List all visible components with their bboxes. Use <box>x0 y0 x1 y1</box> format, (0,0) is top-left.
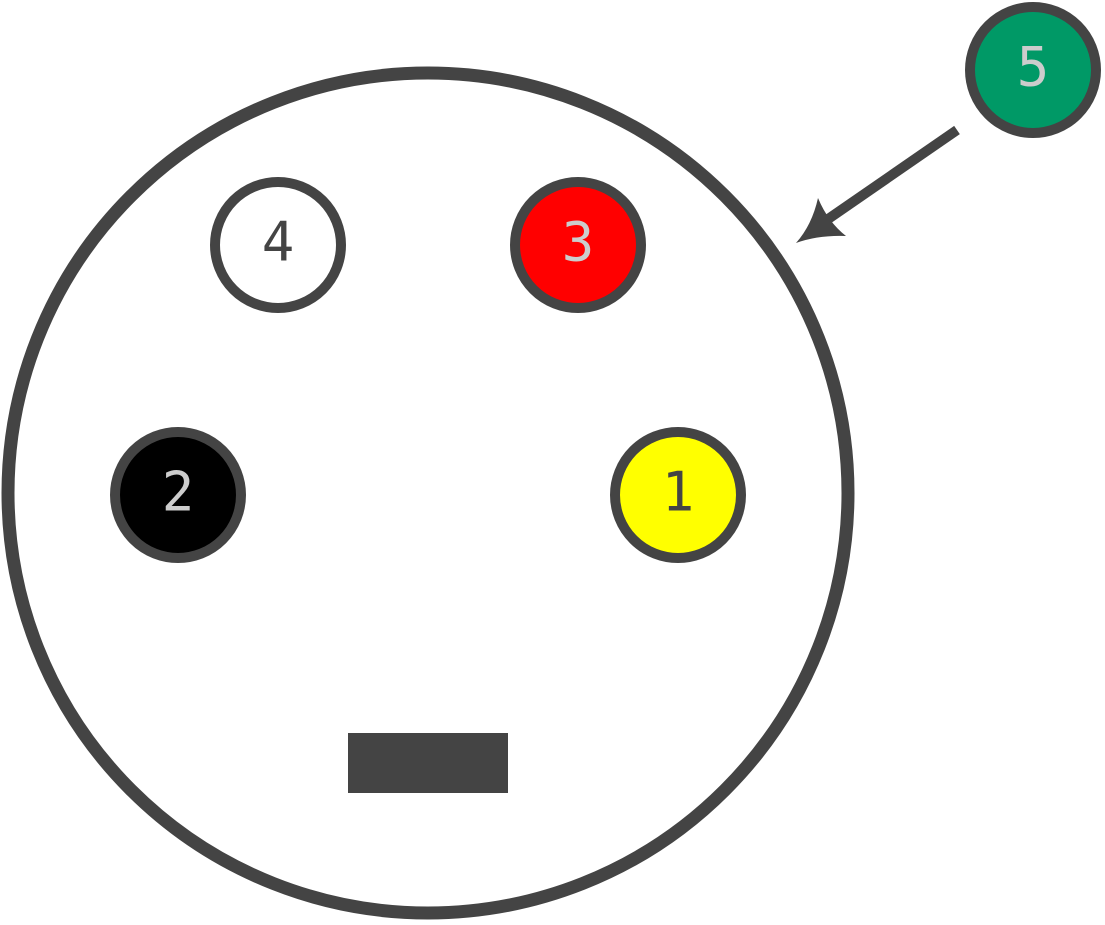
arrow-shaft <box>815 125 960 231</box>
arrow-head-icon <box>796 198 846 243</box>
pin-1-label: 1 <box>662 461 695 524</box>
pin-4-label: 4 <box>262 211 295 274</box>
pin-5-label: 5 <box>1017 36 1050 99</box>
pin-2-label: 2 <box>162 461 195 524</box>
pin-4: 4 <box>210 177 346 313</box>
shell-arrow <box>796 125 960 243</box>
key-notch <box>348 733 508 793</box>
pin-5-circle <box>965 2 1101 138</box>
pin-1-circle <box>610 427 746 563</box>
pin-3-label: 3 <box>562 211 595 274</box>
pin-1: 1 <box>610 427 746 563</box>
pin-3: 3 <box>510 177 646 313</box>
pin-4-circle <box>210 177 346 313</box>
pin-3-circle <box>510 177 646 313</box>
pin-5: 5 <box>965 2 1101 138</box>
pin-2: 2 <box>110 427 246 563</box>
pin-2-circle <box>110 427 246 563</box>
connector-body <box>1 66 855 920</box>
